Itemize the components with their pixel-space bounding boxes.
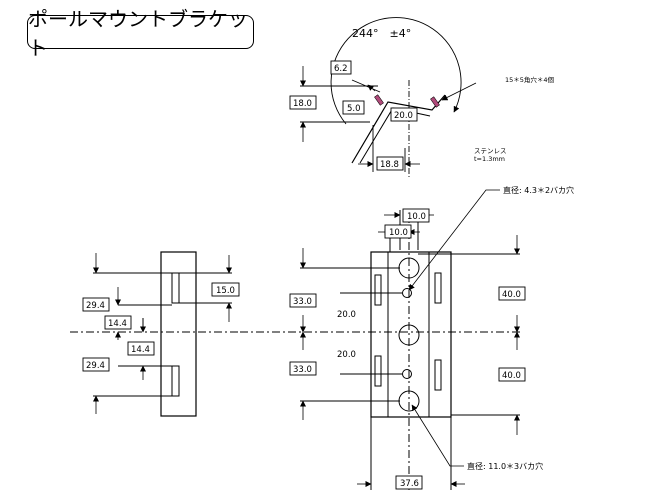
slot-hole-marker-right [430, 96, 440, 108]
dim-37-6: 37.6 [400, 479, 419, 489]
top-hole-note: 直径: 4.3＊2バカ穴 [503, 185, 574, 195]
thickness-label: t=1.3mm [474, 155, 505, 163]
dim-box-40-0-b [498, 367, 526, 382]
side-view-dimension-lines [93, 253, 232, 414]
side-plate [160, 251, 197, 417]
dim-box-10-0-a [402, 208, 430, 223]
side-view [70, 251, 240, 417]
dim-box-18-8 [376, 156, 404, 171]
dim-29-4-b: 29.4 [86, 361, 105, 371]
dim-box-6-2 [330, 60, 352, 75]
dim-box-20-0 [390, 107, 418, 122]
slot-hole-note: 15＊5角穴＊4個 [505, 75, 555, 84]
bracket-profile-outer [351, 94, 446, 164]
dim-33-0-b: 33.0 [293, 365, 312, 375]
slot-hole-marker-left [374, 94, 384, 106]
angle-label: 244° ±4° [352, 27, 411, 40]
dim-5-0: 5.0 [347, 104, 361, 114]
dim-6-2: 6.2 [334, 64, 348, 74]
dim-33-0-a: 33.0 [293, 297, 312, 307]
dim-box-29-4-b [82, 357, 110, 372]
dim-20-0-a: 20.0 [337, 310, 356, 320]
title-box: ポールマウントブラケット [27, 7, 254, 60]
dim-18-8: 18.8 [380, 160, 399, 170]
front-slot-right-bottom [434, 359, 442, 391]
front-small-hole-top [402, 288, 412, 298]
dim-40-0-a: 40.0 [502, 290, 521, 300]
dim-18-0-top: 18.0 [293, 99, 312, 109]
dim-box-33-0-a [289, 293, 317, 308]
dim-40-0-b: 40.0 [502, 371, 521, 381]
dim-box-10-0-b [384, 224, 412, 239]
side-slot-top [171, 272, 180, 304]
dim-box-18-0 [289, 95, 317, 110]
bottom-hole-note: 直径: 11.0＊3バカ穴 [467, 461, 543, 471]
front-small-hole-bottom [402, 369, 412, 379]
front-view [240, 210, 520, 490]
dim-14-4-b: 14.4 [131, 345, 150, 355]
front-slot-right-top [434, 272, 442, 304]
dim-15-0: 15.0 [216, 286, 235, 296]
dim-box-14-4-b [127, 341, 155, 356]
dim-14-4-a: 14.4 [108, 319, 127, 329]
dim-box-40-0-a [498, 286, 526, 301]
dim-29-4-a: 29.4 [86, 301, 105, 311]
dim-20-0-b: 20.0 [337, 350, 356, 360]
front-plate-outer [370, 251, 452, 418]
material-label: ステンレス [474, 147, 507, 155]
front-slot-left-top [374, 274, 382, 306]
dim-10-0-a: 10.0 [407, 212, 426, 222]
front-slot-left-bottom [374, 355, 382, 387]
drawing-title: ポールマウントブラケット [28, 7, 248, 60]
top-view [300, 17, 462, 178]
dim-box-33-0-b [289, 361, 317, 376]
dim-box-15-0 [211, 282, 240, 297]
angle-arc [330, 17, 462, 125]
dim-box-14-4-a [104, 315, 132, 330]
dim-box-37-6 [395, 475, 423, 490]
dim-10-0-b: 10.0 [389, 228, 408, 238]
dim-box-5-0 [342, 100, 365, 115]
top-view-dimension-lines [300, 66, 477, 167]
dim-20-0-top: 20.0 [394, 111, 413, 121]
side-slot-bottom [171, 365, 180, 397]
dim-box-29-4-a [82, 297, 110, 312]
